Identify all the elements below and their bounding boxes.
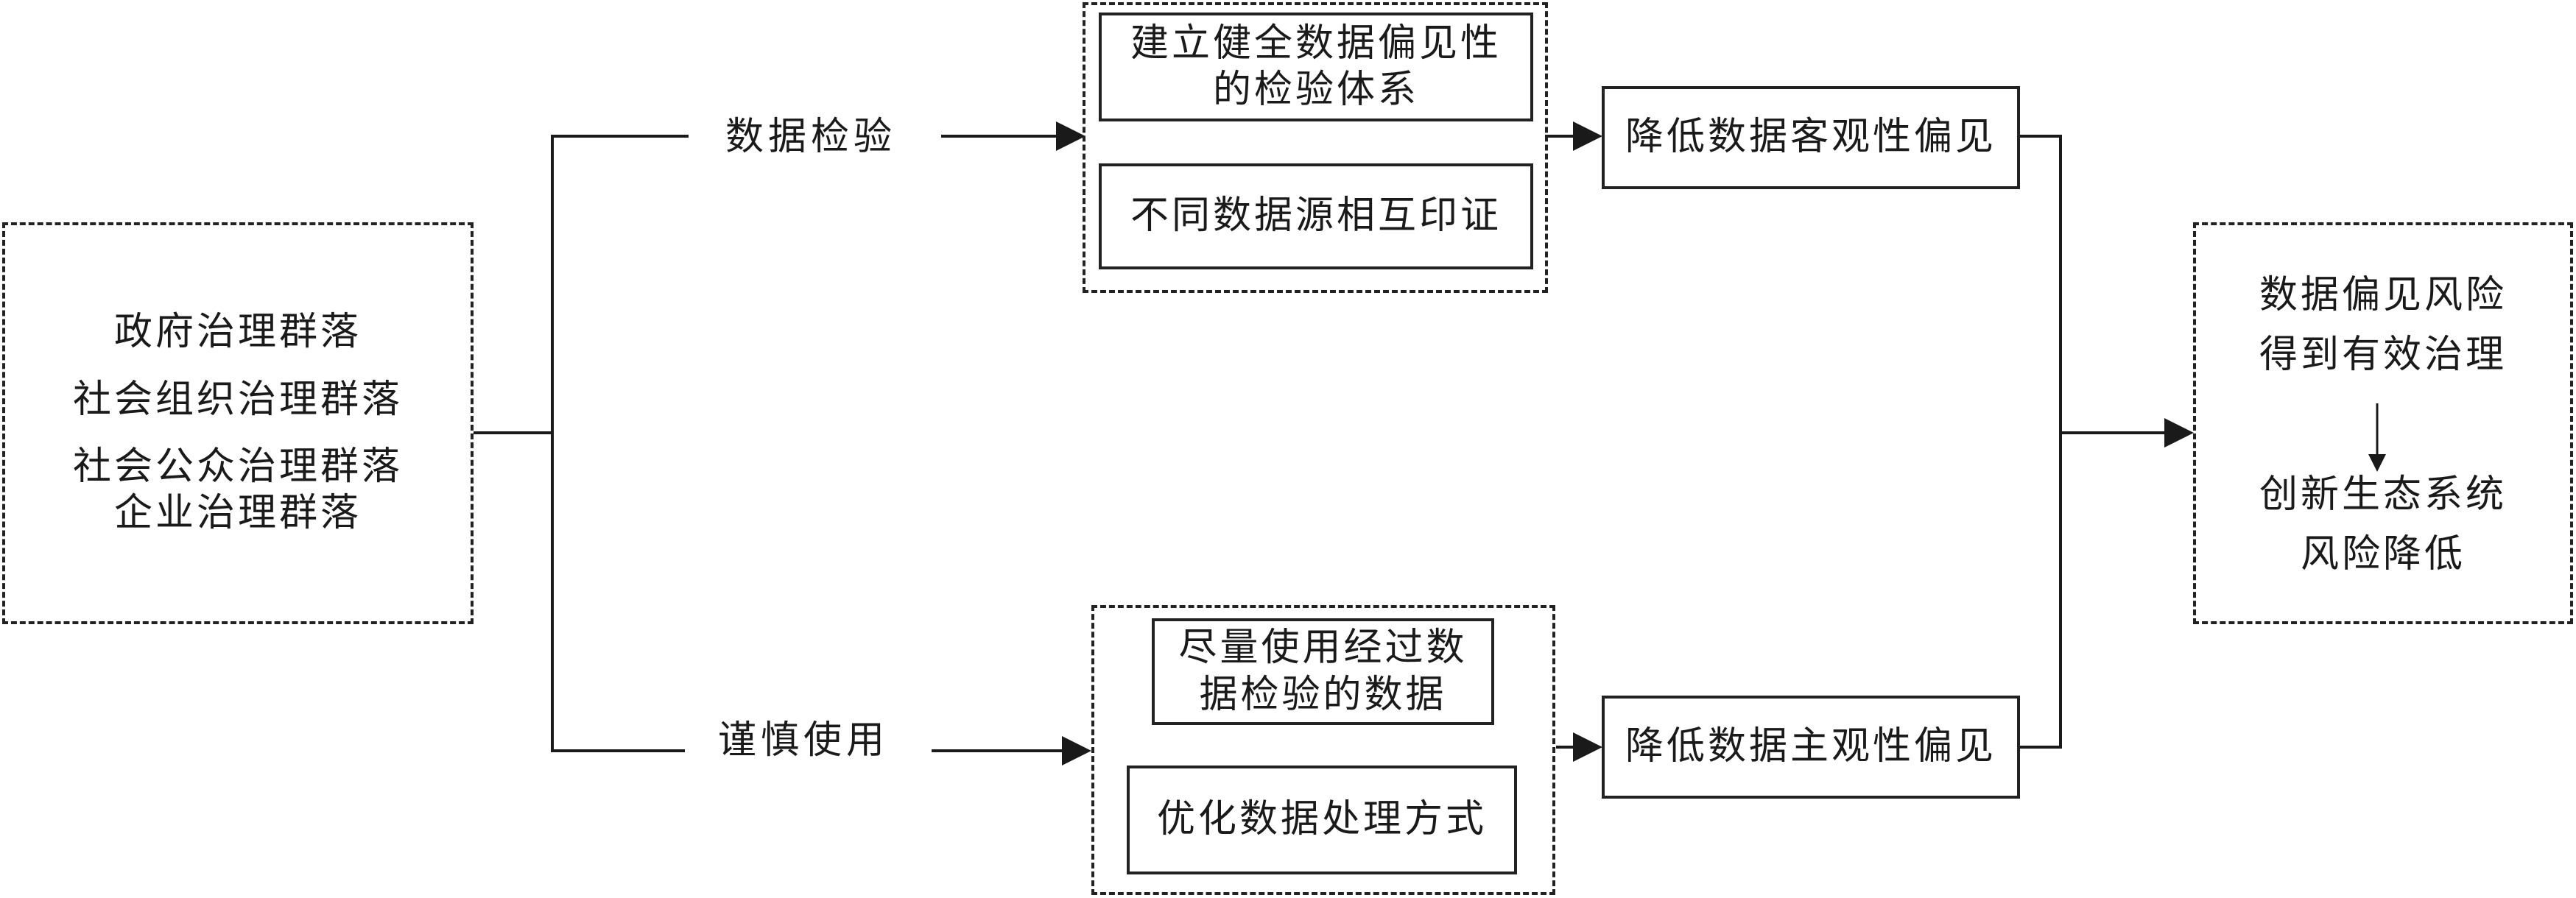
branch-label-data-check: 数据检验 [725,115,897,159]
outcome-risk-reduced: 创新生态系统 风险降低 [2259,473,2507,576]
result-subjective-bias: 降低数据主观性偏见 [1602,696,2020,799]
connector-split-bottom [551,433,685,752]
connector-stakeholders-split [474,135,689,434]
top-measures-group [1083,2,1548,293]
measure-optimize-processing: 优化数据处理方式 [1127,766,1517,874]
stakeholder-government: 政府治理群落 [113,310,362,355]
bottom-measures-group [1091,605,1555,895]
stakeholder-social-org: 社会组织治理群落 [72,377,403,422]
measure-bias-check-system: 建立健全数据偏见性 的检验体系 [1099,13,1533,121]
stakeholder-public: 社会公众治理群落 [72,445,403,489]
branch-label-careful-use: 谨慎使用 [718,718,890,763]
measure-cross-validation: 不同数据源相互印证 [1099,163,1533,269]
stakeholder-enterprise: 企业治理群落 [113,491,362,536]
result-objective-bias: 降低数据客观性偏见 [1602,86,2020,189]
measure-use-checked-data: 尽量使用经过数 据检验的数据 [1152,618,1494,725]
outcome-box: 数据偏见风险 得到有效治理 创新生态系统 风险降低 [2193,222,2573,624]
connector-top-result-merge [2018,135,2062,749]
stakeholders-box: 政府治理群落 社会组织治理群落 社会公众治理群落 企业治理群落 [2,222,474,624]
outcome-bias-governed: 数据偏见风险 得到有效治理 [2259,273,2507,377]
